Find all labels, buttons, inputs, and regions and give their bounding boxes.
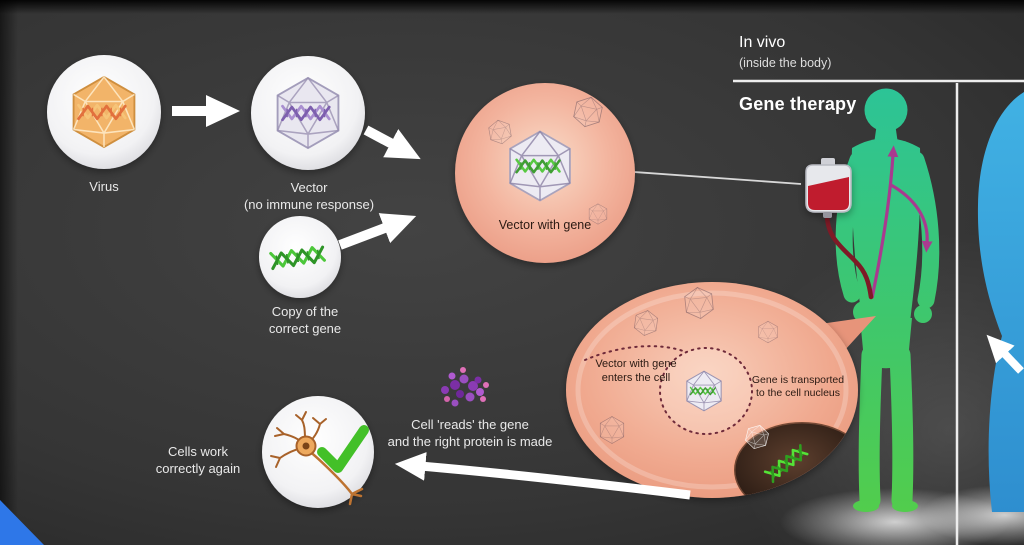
vector-label-text: Vector [290,180,328,195]
in-vivo-heading: In vivo [739,33,785,53]
checkmark-icon [317,425,369,473]
vector-label: Vector (no immune response) [244,180,374,213]
virus-label-text: Virus [89,179,119,194]
gene-therapy-title-text: Gene therapy [739,94,857,114]
result-step [262,396,374,508]
in-vivo-sub-text: (inside the body) [739,56,832,70]
protein-label-line2: and the right protein is made [387,433,553,449]
nucleus-transport-line2: to the cell nucleus [755,387,841,400]
bloodstream-arrow-up [870,145,899,299]
arrow-vector-to-bubble [363,125,421,160]
connector-line-bubble-to-bag [633,171,802,185]
offscreen-step-arrow [986,334,1024,374]
nucleus-transport-label: Gene is transported to the cell nucleus [752,374,844,401]
in-vivo-text: In vivo [739,34,786,51]
vector-sublabel-text: (no immune response) [243,196,375,212]
in-vivo-subheading: (inside the body) [739,55,831,71]
cell-entry-line2: enters the cell [601,372,671,385]
cell-entry-label: Vector with gene enters the cell [595,357,676,385]
virus-step [47,55,161,169]
cell-entry-line1: Vector with gene [595,358,677,370]
arrow-gene-to-bubble [338,213,417,250]
result-label-line2: correctly again [155,460,241,476]
vector-with-gene-bubble [455,83,635,263]
result-label-line1: Cells work [168,444,228,459]
arrow-cell-to-result [394,452,691,500]
gene-label: Copy of the correct gene [269,304,341,337]
protein-label-line1: Cell 'reads' the gene [411,417,529,432]
vector-with-gene-label-text: Vector with gene [498,218,592,232]
iv-tube [824,211,874,300]
cell-inner-rim [575,290,849,490]
vector-with-gene-label: Vector with gene [499,217,591,233]
gene-therapy-title: Gene therapy [739,93,856,116]
gene-label-line2: correct gene [268,320,342,336]
nucleus-transport-line1: Gene is transported [751,374,845,386]
iv-bag-icon [805,158,852,218]
gene-step [259,216,341,298]
entry-dotted-path [584,345,687,361]
protein-molecule-icon [441,367,489,407]
protein-label: Cell 'reads' the gene and the right prot… [388,417,553,450]
corner-ribbon [0,500,44,545]
gene-circle [259,216,341,298]
vector-step [251,56,365,170]
patient-silhouette-blue [977,92,1024,512]
gene-label-line1: Copy of the [271,304,339,319]
bloodstream-arrow-down [890,183,933,253]
result-label: Cells work correctly again [156,444,241,477]
virus-label: Virus [89,179,118,196]
neuron-icon [270,411,364,506]
